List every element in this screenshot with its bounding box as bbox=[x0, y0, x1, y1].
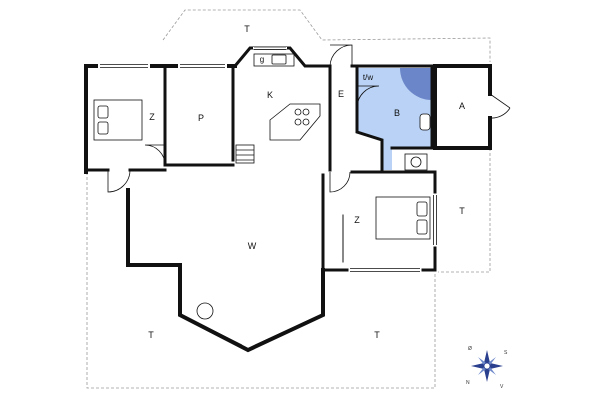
label-terrace-bottom-right: T bbox=[374, 330, 380, 340]
compass-icon: Ø S N V bbox=[466, 346, 508, 390]
door-bedroom-z bbox=[144, 144, 166, 166]
label-bedroom-left: Z bbox=[149, 112, 155, 122]
kitchen-counter-top bbox=[253, 53, 295, 67]
window-living-bay-right bbox=[254, 315, 319, 346]
wall-annex bbox=[433, 64, 492, 96]
terrace-top-outline bbox=[162, 9, 491, 62]
stove-icon bbox=[294, 108, 310, 126]
label-kitchen-g: g bbox=[260, 55, 264, 64]
bed-left-icon bbox=[93, 99, 143, 141]
label-kitchen: K bbox=[267, 90, 273, 100]
label-terrace-top: T bbox=[244, 24, 250, 34]
label-terrace-right: T bbox=[459, 206, 465, 216]
bed-right-icon bbox=[375, 196, 431, 240]
label-bathroom: B bbox=[394, 108, 400, 118]
compass-label-s: S bbox=[504, 350, 508, 356]
compass-label-o: Ø bbox=[468, 346, 472, 352]
windows bbox=[100, 46, 437, 346]
door-left-bedroom bbox=[107, 169, 131, 193]
wall-right-bedroom bbox=[321, 170, 437, 272]
wall-living-left bbox=[126, 188, 325, 353]
door-right-bedroom bbox=[329, 171, 351, 193]
shower-corner bbox=[400, 68, 432, 100]
label-living: W bbox=[248, 241, 257, 251]
door-entry bbox=[329, 44, 353, 67]
label-entry: E bbox=[338, 89, 344, 99]
compass-label-n: N bbox=[466, 380, 470, 386]
doors bbox=[107, 44, 511, 193]
label-toilet-wash: t/w bbox=[363, 73, 373, 82]
stairs bbox=[235, 144, 255, 164]
room-labels: T Z P K g E t/w B A T Z W T T bbox=[148, 24, 465, 340]
wall-bathroom-right bbox=[390, 64, 434, 150]
door-toilet bbox=[356, 85, 380, 109]
dining-table-icon bbox=[196, 302, 214, 320]
door-annex bbox=[489, 93, 511, 119]
bathroom-fixtures bbox=[404, 113, 431, 171]
kitchen-fixtures bbox=[231, 53, 321, 141]
beds bbox=[93, 99, 431, 240]
washbasin-icon bbox=[404, 153, 428, 171]
label-room-p: P bbox=[198, 113, 204, 123]
kitchen-island bbox=[269, 103, 321, 141]
terrace-bottom-outline bbox=[86, 172, 436, 389]
window-living-bay-left bbox=[187, 317, 243, 346]
wall-annex-lower bbox=[433, 64, 492, 150]
label-bedroom-right: Z bbox=[354, 215, 360, 225]
wall-kitchen-bay bbox=[232, 46, 332, 69]
label-annex: A bbox=[459, 101, 465, 111]
sink-icon bbox=[271, 54, 287, 65]
compass-label-v: V bbox=[500, 384, 504, 390]
wall-bathroom-left bbox=[355, 64, 384, 174]
toilet-icon bbox=[419, 113, 431, 131]
label-terrace-bottom-left: T bbox=[148, 330, 154, 340]
